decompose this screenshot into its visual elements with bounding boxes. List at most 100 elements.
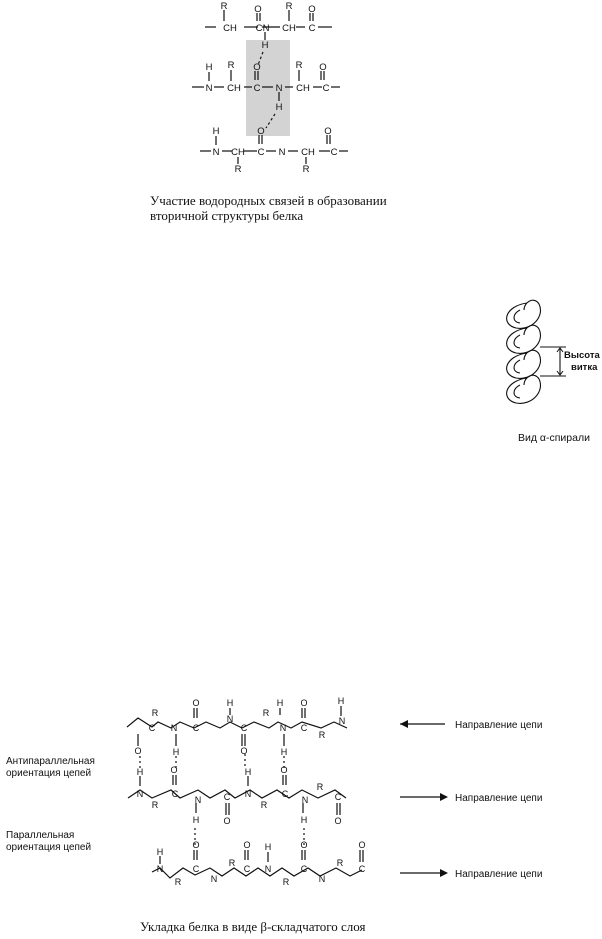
atom-ch: CH <box>223 23 237 34</box>
atom-c: C <box>193 723 200 733</box>
atom-h: H <box>265 842 272 852</box>
atom-r: R <box>319 730 326 740</box>
atom-n: N <box>211 874 218 884</box>
atom-ch: CH <box>301 147 315 158</box>
hbond-highlight-box <box>246 40 290 136</box>
atom-n: N <box>227 714 234 724</box>
direction-label-3: Направление цепи <box>455 869 542 880</box>
helix-turn-4 <box>506 374 541 404</box>
helix-turn-2 <box>506 324 541 354</box>
atom-ch: CH <box>227 83 241 94</box>
atom-o: O <box>319 62 326 73</box>
atom-n: N <box>171 723 178 733</box>
atom-h: H <box>301 815 308 825</box>
atom-r: R <box>303 164 310 175</box>
atom-o: O <box>254 4 261 15</box>
atom-o: O <box>324 126 331 137</box>
atom-c: C <box>149 723 156 733</box>
atom-o: O <box>253 62 260 73</box>
helix-inner-4 <box>513 384 521 399</box>
atom-o: O <box>192 840 199 850</box>
antiparallel-label-line-1: Антипараллельная <box>6 756 95 767</box>
atom-c: C <box>258 147 265 158</box>
parallel-label-line-2: ориентация цепей <box>6 842 91 853</box>
helix-caption: Вид α-спирали <box>518 432 590 444</box>
atom-h: H <box>281 747 288 757</box>
beta-labels: Антипараллельная ориентация цепей Паралл… <box>6 720 542 880</box>
hbond-caption-line-2: вторичной структуры белка <box>150 208 303 223</box>
atom-r: R <box>317 782 324 792</box>
atom-o: O <box>134 746 141 756</box>
atom-c: C <box>172 789 179 799</box>
helix-turn-1 <box>506 299 541 329</box>
atom-h: H <box>245 767 252 777</box>
atom-h: H <box>157 847 164 857</box>
atom-r: R <box>337 858 344 868</box>
atom-r: R <box>283 877 290 887</box>
antiparallel-label-line-2: ориентация цепей <box>6 768 91 779</box>
atom-r: R <box>221 1 228 12</box>
beta-sheet-diagram <box>126 706 448 879</box>
atom-c: C <box>335 792 342 802</box>
helix-inner-2 <box>513 334 521 349</box>
atom-r: R <box>286 1 293 12</box>
pitch-label-line-1: Высота <box>564 350 600 361</box>
beta-atoms: R C O N H O C H N C O R H N H O C R H N … <box>134 696 365 887</box>
helix-turn-3 <box>506 349 541 379</box>
direction-label-2: Направление цепи <box>455 793 542 804</box>
helix-inner-1 <box>513 309 521 324</box>
atom-n: N <box>280 723 287 733</box>
atom-r: R <box>235 164 242 175</box>
atom-o: O <box>257 126 264 137</box>
atom-r: R <box>228 60 235 71</box>
atom-c: C <box>224 792 231 802</box>
atom-h: H <box>276 102 283 113</box>
atom-n: N <box>302 795 309 805</box>
atom-o: O <box>170 765 177 775</box>
atom-h: H <box>213 126 220 137</box>
atom-o: O <box>300 840 307 850</box>
atom-n: N <box>265 864 272 874</box>
atom-r: R <box>296 60 303 71</box>
atom-h: H <box>277 698 284 708</box>
atom-h: H <box>227 698 234 708</box>
hbond-caption-line-1: Участие водородных связей в образовании <box>150 193 387 208</box>
atom-h: H <box>137 767 144 777</box>
atom-n: N <box>157 864 164 874</box>
atom-n: N <box>319 874 326 884</box>
atom-r: R <box>152 708 159 718</box>
atom-c: C <box>254 83 261 94</box>
atom-c: C <box>331 147 338 158</box>
atom-c: C <box>301 723 308 733</box>
atom-c: C <box>323 83 330 94</box>
atom-c: C <box>301 864 308 874</box>
atom-o: O <box>308 4 315 15</box>
atom-n: N <box>195 795 202 805</box>
direction-label-1: Направление цепи <box>455 720 542 731</box>
atom-o: O <box>334 816 341 826</box>
atom-o: O <box>192 698 199 708</box>
alpha-helix-illustration <box>506 299 566 404</box>
atom-c: C <box>193 864 200 874</box>
beta-hbonds <box>139 754 305 846</box>
atom-h: H <box>193 815 200 825</box>
pitch-label-line-2: витка <box>571 362 598 373</box>
strand-1-backbone <box>126 717 348 729</box>
parallel-label-line-1: Параллельная <box>6 830 74 841</box>
atom-r: R <box>261 800 268 810</box>
atom-ch: CH <box>231 147 245 158</box>
atom-n: N <box>339 716 346 726</box>
atom-o: O <box>223 816 230 826</box>
atom-r: R <box>152 800 159 810</box>
atom-r: R <box>175 877 182 887</box>
atom-c: C <box>282 789 289 799</box>
chain-2 <box>192 70 340 101</box>
atom-n: N <box>276 83 283 94</box>
hbond-dash-1 <box>257 51 264 66</box>
atom-n: N <box>245 789 252 799</box>
atom-n: N <box>263 23 270 34</box>
atom-r: R <box>263 708 270 718</box>
hbond-atoms: R CH O C N R CH O C H H N R CH O C N R C… <box>206 1 338 175</box>
hbond-diagram <box>192 10 348 164</box>
